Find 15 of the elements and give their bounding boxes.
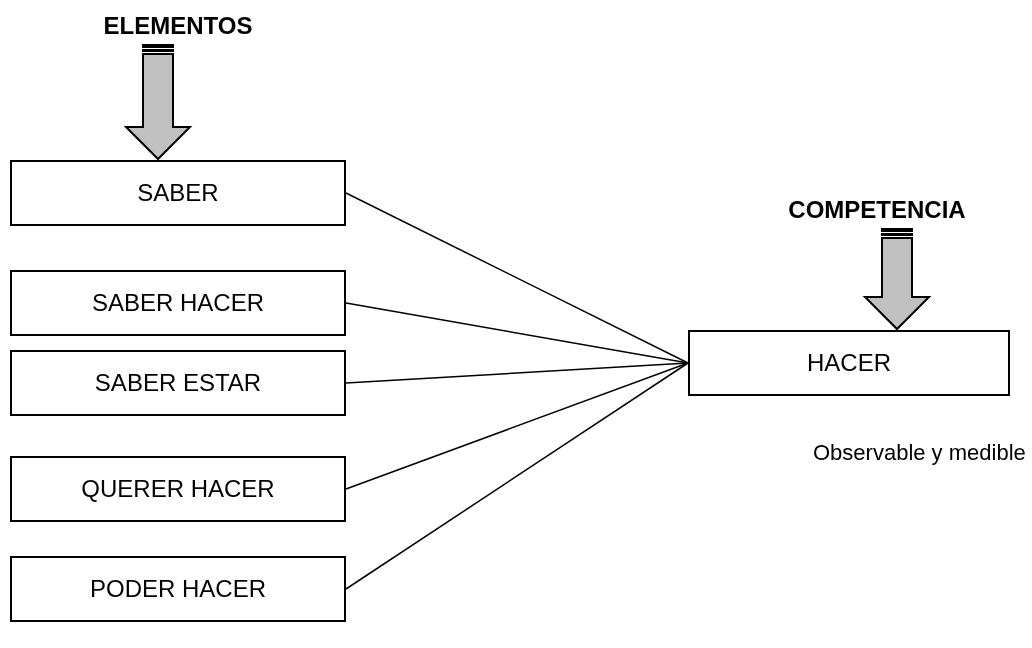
process-box: PODER HACER — [10, 556, 346, 622]
process-box: SABER — [10, 160, 346, 226]
connector-line — [345, 192, 689, 364]
heading-text: ELEMENTOS — [70, 8, 286, 44]
connector-line — [345, 362, 689, 490]
block-arrow — [123, 44, 193, 161]
heading-text: COMPETENCIA — [742, 192, 1012, 228]
process-box: HACER — [688, 330, 1010, 396]
process-box: QUERER HACER — [10, 456, 346, 522]
connector-line — [345, 362, 689, 384]
process-box: SABER HACER — [10, 270, 346, 336]
node-caption: Observable y medible — [813, 439, 1026, 467]
connector-line — [345, 362, 689, 590]
process-box: SABER ESTAR — [10, 350, 346, 416]
block-arrow — [862, 228, 932, 331]
